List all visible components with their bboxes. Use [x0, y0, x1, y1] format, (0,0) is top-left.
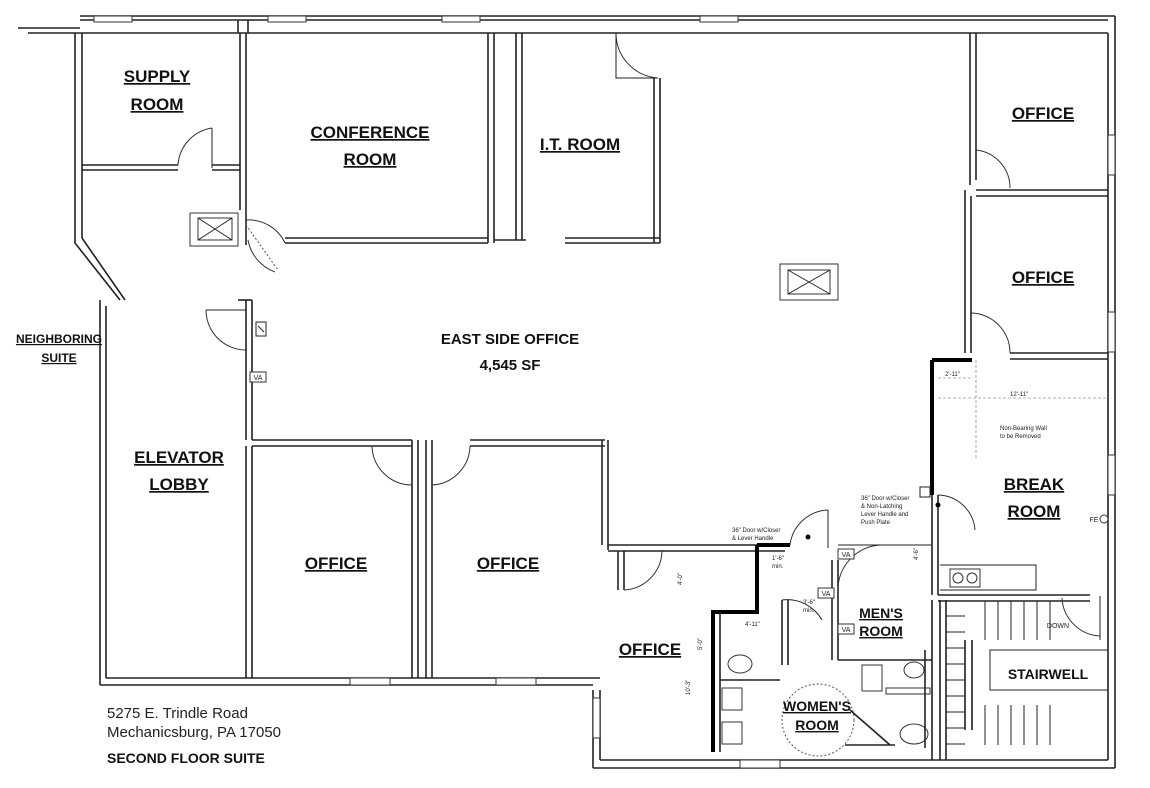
dim-1-6-a: 1'-6" — [772, 556, 784, 562]
label-office-s2: OFFICE — [477, 554, 539, 573]
accessible-sign-icon-2 — [919, 486, 931, 498]
note-door2-2: & Non-Latching — [861, 504, 902, 510]
accessible-sign-icon — [255, 321, 267, 337]
dim-1-6-b: min. — [772, 564, 784, 570]
ceiling-grille — [779, 263, 839, 301]
label-break-1: BREAK — [1004, 475, 1065, 494]
dim-3-6-b: min. — [803, 608, 815, 614]
south-office-walls — [371, 439, 790, 678]
label-neighboring-2: SUITE — [41, 351, 76, 365]
label-stairwell: STAIRWELL — [1008, 666, 1089, 682]
conference-room-walls — [245, 33, 495, 273]
stair-treads — [946, 601, 1051, 745]
fe-tag: FE — [1090, 517, 1099, 524]
note-nonbearing-1: Non-Bearing Wall — [1000, 426, 1047, 432]
label-office-ne1: OFFICE — [1012, 104, 1074, 123]
down-tag: DOWN — [1047, 623, 1069, 630]
note-door2-4: Push Plate — [861, 520, 891, 526]
annotations: 36" Door w/Closer & Lever Handle 36" Doo… — [249, 321, 1109, 695]
dim-4-11: 4'-11" — [745, 622, 760, 628]
va-tag-2: VA — [842, 552, 851, 559]
label-break-2: ROOM — [1008, 502, 1061, 521]
note-nonbearing-2: to be Removed — [1000, 434, 1041, 440]
note-door2-3: Lever Handle and — [861, 512, 908, 518]
note-door1-2: & Lever Handle — [732, 536, 774, 542]
stairwell-walls — [939, 600, 1109, 760]
elevator-lobby-walls — [205, 299, 412, 678]
dim-4-0: 4'-0" — [678, 573, 684, 585]
label-office-ne2: OFFICE — [1012, 268, 1074, 287]
label-mens-2: ROOM — [859, 623, 903, 639]
label-mens-1: MEN'S — [859, 605, 903, 621]
label-neighboring-1: NEIGHBORING — [16, 332, 102, 346]
label-elevator-2: LOBBY — [149, 475, 209, 494]
label-conference-1: CONFERENCE — [310, 123, 429, 142]
va-tag-1: VA — [254, 375, 263, 382]
address-block: 5275 E. Trindle Road Mechanicsburg, PA 1… — [107, 705, 281, 766]
label-womens-1: WOMEN'S — [783, 698, 851, 714]
label-womens-2: ROOM — [795, 717, 839, 733]
label-east-side-area: 4,545 SF — [480, 357, 541, 374]
label-office-s3: OFFICE — [619, 640, 681, 659]
label-elevator-1: ELEVATOR — [134, 448, 224, 467]
dim-10-3: 10'-3" — [686, 680, 692, 695]
ne-office-walls — [964, 33, 1108, 360]
note-door2-1: 36" Door w/Closer — [861, 496, 909, 502]
label-east-side-office: EAST SIDE OFFICE — [441, 331, 579, 348]
core-walls — [711, 358, 1108, 760]
top-windows — [93, 15, 1116, 769]
dim-2-11: 2'-11" — [945, 372, 960, 378]
supply-room-walls — [82, 33, 247, 247]
dim-4-6: 4'-6" — [914, 548, 920, 560]
va-tag-3: VA — [822, 591, 831, 598]
label-conference-2: ROOM — [344, 150, 397, 169]
address-line-1: 5275 E. Trindle Road — [107, 705, 248, 722]
dim-5-0: 5'-0" — [698, 638, 704, 650]
address-line-2: Mechanicsburg, PA 17050 — [107, 724, 281, 741]
suite-title: SECOND FLOOR SUITE — [107, 750, 265, 766]
it-room-walls — [494, 32, 661, 244]
exterior-walls — [18, 15, 1116, 769]
label-supply-2: ROOM — [131, 95, 184, 114]
dim-3-6-a: 3'-6" — [803, 600, 815, 606]
va-tag-4: VA — [842, 627, 851, 634]
note-door1-1: 36" Door w/Closer — [732, 528, 780, 534]
label-office-s1: OFFICE — [305, 554, 367, 573]
dim-12-11: 12'-11" — [1010, 392, 1028, 398]
label-it-room: I.T. ROOM — [540, 135, 620, 154]
label-supply-1: SUPPLY — [124, 67, 191, 86]
room-labels: SUPPLY ROOM CONFERENCE ROOM I.T. ROOM OF… — [16, 67, 1089, 733]
